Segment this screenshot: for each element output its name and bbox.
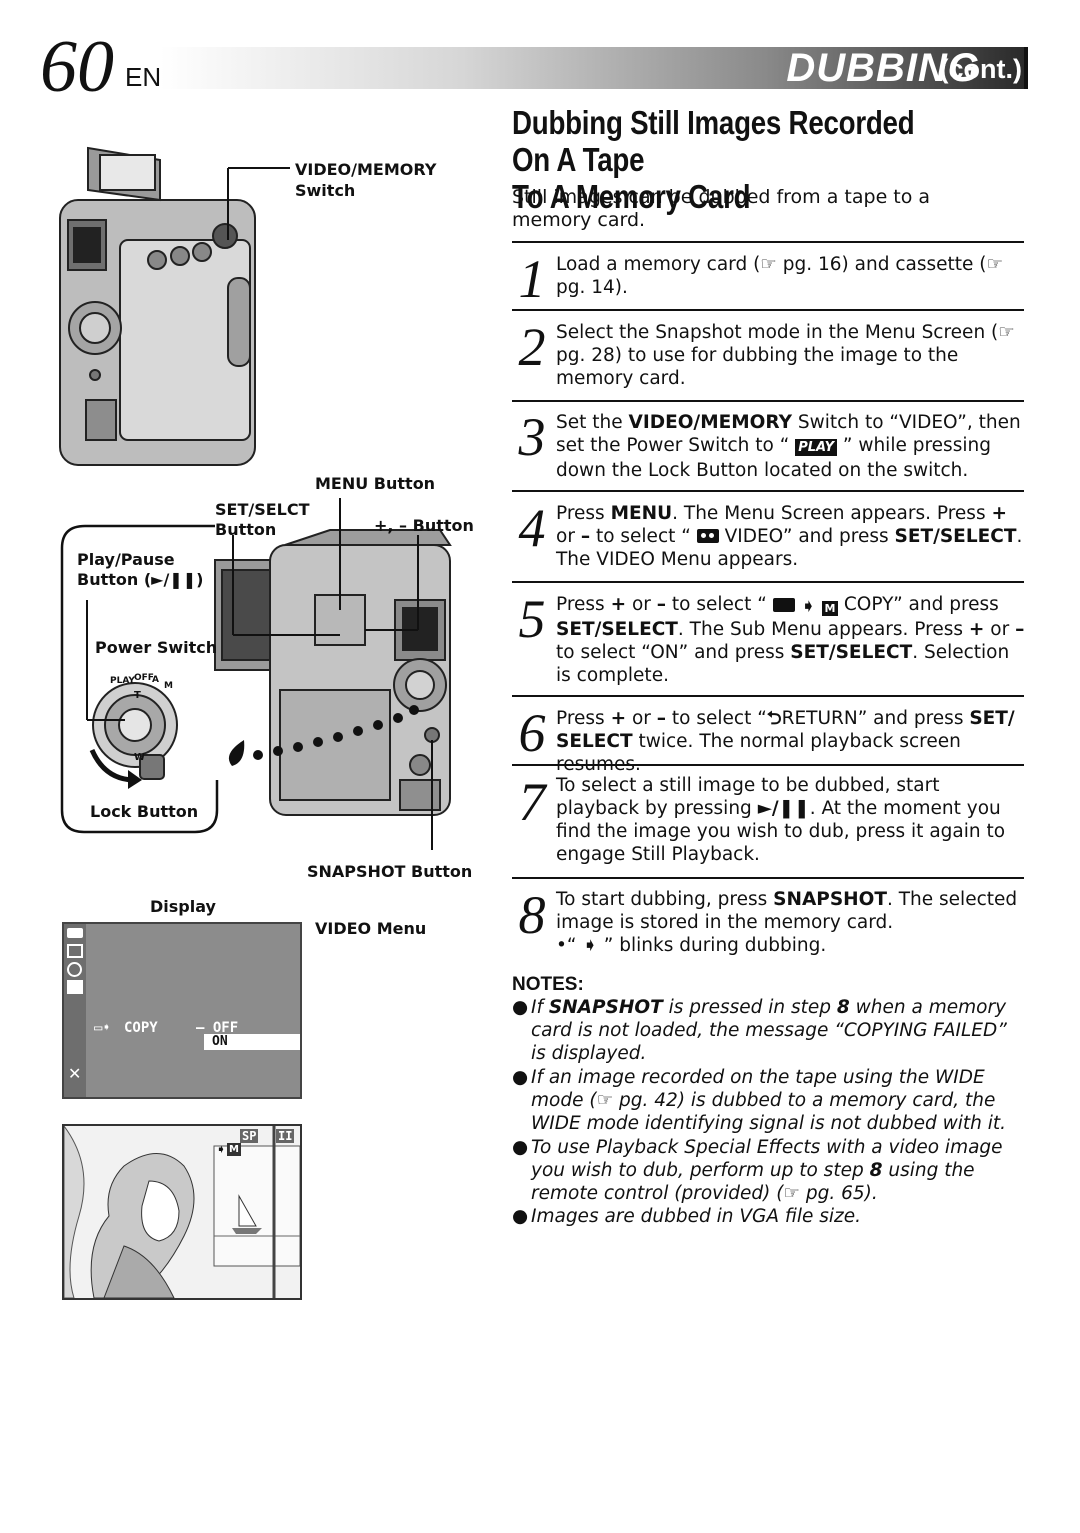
- step-divider: [512, 581, 1024, 583]
- header-bar: [160, 47, 1024, 89]
- step-number: 4: [518, 498, 546, 558]
- step-2-text: Select the Snapshot mode in the Menu Scr…: [556, 322, 1015, 389]
- tape-to-memory-icon: ▭➧: [94, 1020, 111, 1036]
- step-divider: [512, 400, 1024, 402]
- switch-label: Switch: [295, 181, 356, 200]
- video-memory-label: VIDEO/MEMORY: [295, 160, 437, 179]
- section-title-line-1: Dubbing Still Images Recorded On A Tape: [512, 104, 915, 178]
- note-item: ●If an image recorded on the tape using …: [512, 1067, 1007, 1134]
- chapter-title: DUBBING: [786, 46, 980, 90]
- playback-image: SP II ➧ M: [62, 1124, 302, 1300]
- page-language: EN: [125, 62, 162, 92]
- lock-button-label: Lock Button: [90, 802, 199, 821]
- step-number: 5: [518, 589, 546, 649]
- step-divider: [512, 241, 1024, 243]
- set-select-label: SET/SELCT: [215, 500, 310, 519]
- sp-indicator: SP: [240, 1129, 259, 1143]
- lcd-on-option: ON: [204, 1034, 300, 1050]
- return-arrow-icon: ⮌: [766, 708, 782, 729]
- note-item: ●Images are dubbed in VGA file size.: [512, 1206, 862, 1227]
- snapshot-button-label: SNAPSHOT Button: [307, 862, 473, 881]
- pause-indicator: II: [276, 1129, 295, 1143]
- bullet-icon: ●: [512, 1206, 529, 1227]
- dial-label: PLAY: [110, 676, 135, 686]
- menu-button-label: MENU Button: [315, 474, 436, 493]
- play-mode-icon: PLAY: [795, 439, 837, 456]
- chapter-continued: (cont.): [939, 54, 1022, 84]
- bullet-icon: ●: [512, 1067, 529, 1088]
- close-icon: ✕: [68, 1064, 82, 1083]
- camcorder-rear-view: [59, 146, 256, 466]
- section-title: Dubbing Still Images Recorded On A Tape …: [512, 104, 949, 215]
- step-6-text: Press + or – to select “⮌RETURN” and pre…: [556, 708, 1015, 775]
- note-item: ●To use Playback Special Effects with a …: [512, 1137, 1003, 1204]
- woman-illustration: [64, 1126, 300, 1298]
- display-label: Display: [150, 897, 216, 916]
- notes-heading: NOTES:: [512, 974, 584, 995]
- dial-label: A: [152, 675, 159, 685]
- lcd-menu-display: ✕ ▭➧COPY – OFF ON: [62, 922, 302, 1099]
- lcd-icon-column: ✕: [64, 924, 86, 1097]
- memory-card-icon: M: [227, 1143, 241, 1156]
- step-divider: [512, 695, 1024, 697]
- clock-icon: [67, 962, 82, 977]
- step-number: 8: [518, 885, 546, 945]
- step-5-text: Press + or – to select “ ➧ M COPY” and p…: [556, 594, 1025, 686]
- step-number: 7: [518, 772, 546, 832]
- video-menu-label: VIDEO Menu: [315, 919, 427, 938]
- plus-minus-button-label: +, – Button: [374, 516, 474, 535]
- camcorder-side-view: [214, 529, 452, 816]
- camera-icon: [67, 944, 83, 958]
- step-number: 3: [518, 407, 546, 467]
- intro-text: Still images can be dubbed from a tape t…: [512, 186, 931, 231]
- page-number: 60: [40, 26, 114, 108]
- dubbing-arrow-icon: ➧: [216, 1142, 227, 1156]
- section-title-line-2: To A Memory Card: [512, 178, 751, 215]
- play-pause-label: Play/Pause: [77, 550, 175, 569]
- step-divider: [512, 309, 1024, 311]
- note-item: ●If SNAPSHOT is pressed in step 8 when a…: [512, 997, 1007, 1064]
- tape-icon: [67, 928, 83, 938]
- step-4-text: Press MENU. The Menu Screen appears. Pre…: [556, 503, 1023, 570]
- set-select-button-label: Button: [215, 520, 277, 539]
- dial-label: W: [134, 752, 145, 763]
- camcorder-illustration: PLAY OFF A M T W: [59, 146, 452, 850]
- step-divider: [512, 764, 1024, 766]
- power-switch-dial: [92, 682, 178, 780]
- memory-icon: [67, 980, 83, 994]
- header-edge: [1024, 47, 1028, 89]
- dial-label: T: [134, 690, 141, 701]
- step-number: 2: [518, 317, 546, 377]
- bullet-icon: ●: [512, 1137, 529, 1158]
- step-8-text: To start dubbing, press SNAPSHOT. The se…: [556, 889, 1018, 956]
- motion-dots: [253, 705, 419, 760]
- step-3-text: Set the VIDEO/MEMORY Switch to “VIDEO”, …: [556, 412, 1021, 481]
- dubbing-arrow-icon: ➧: [582, 935, 598, 956]
- step-7-text: To select a still image to be dubbed, st…: [556, 775, 1006, 865]
- dial-label: M: [164, 681, 173, 691]
- tape-icon: [696, 529, 719, 543]
- bullet-icon: ●: [512, 997, 529, 1018]
- step-divider: [512, 490, 1024, 492]
- tape-to-memory-icon: ➧ M: [772, 595, 838, 618]
- dial-label: OFF: [134, 673, 154, 683]
- step-divider: [512, 877, 1024, 879]
- power-switch-label: Power Switch: [95, 638, 218, 657]
- play-pause-button-label: Button (►/❚❚): [77, 570, 204, 589]
- lcd-copy-row: ▭➧COPY: [94, 1020, 158, 1036]
- step-number: 1: [518, 249, 546, 309]
- step-number: 6: [518, 703, 546, 763]
- step-1-text: Load a memory card (☞ pg. 16) and casset…: [556, 254, 1004, 298]
- lcd-off-option: – OFF: [196, 1020, 239, 1036]
